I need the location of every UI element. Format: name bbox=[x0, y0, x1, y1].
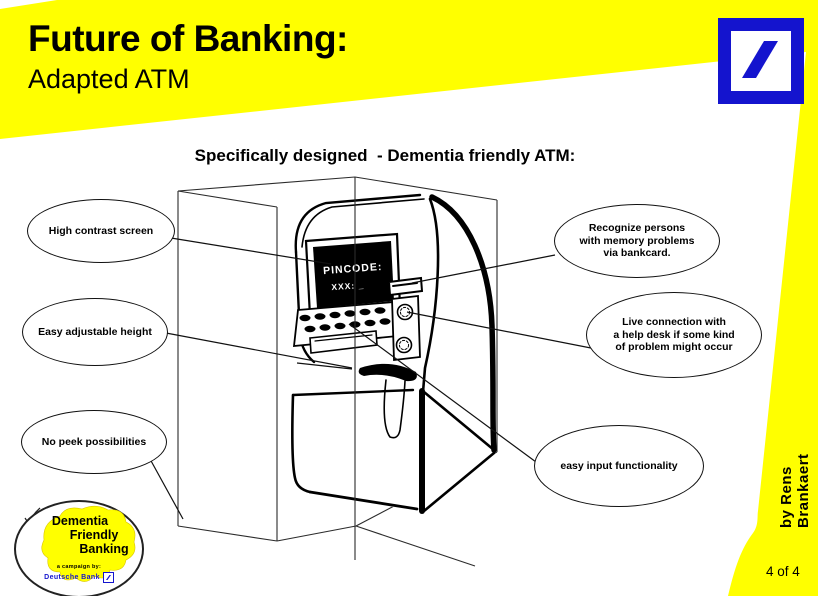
callout-easy-input: easy input functionality bbox=[534, 425, 704, 507]
callout-adjustable-height: Easy adjustable height bbox=[22, 298, 168, 366]
slash-icon bbox=[742, 41, 778, 78]
callout-high-contrast-label: High contrast screen bbox=[48, 224, 154, 237]
callout-no-peek-label: No peek possibilities bbox=[41, 435, 147, 448]
atm-screen-line1: PINCODE: bbox=[323, 261, 383, 277]
keypad bbox=[299, 307, 391, 333]
privacy-shield-lines bbox=[177, 176, 498, 567]
badge-brand-row: Deutsche Bank bbox=[16, 572, 142, 583]
page-title: Future of Banking: bbox=[28, 18, 348, 59]
callout-recognize-label: Recognize persons with memory problems v… bbox=[579, 221, 695, 260]
deutsche-bank-logo-inner bbox=[731, 31, 791, 91]
dementia-friendly-banking-badge: Dementia Friendly Banking a campaign by:… bbox=[14, 500, 144, 596]
badge-line2: Friendly bbox=[69, 528, 119, 542]
badge-line3: Banking bbox=[79, 542, 129, 556]
deutsche-bank-mini-logo-icon bbox=[102, 572, 114, 583]
slide-heading: Specifically designed - Dementia friendl… bbox=[194, 146, 576, 165]
author-credit: by Rens Brankaert bbox=[778, 453, 812, 528]
atm-screen bbox=[313, 241, 394, 308]
badge-line1: Dementia bbox=[51, 514, 109, 528]
atm-details bbox=[291, 193, 497, 514]
callout-recognize: Recognize persons with memory problems v… bbox=[554, 204, 720, 278]
privacy-visor bbox=[358, 363, 417, 382]
callout-live-connection-label: Live connection with a help desk if some… bbox=[613, 315, 735, 354]
callout-no-peek: No peek possibilities bbox=[21, 410, 167, 474]
page-number: 4 of 4 bbox=[766, 564, 800, 579]
callout-adjustable-height-label: Easy adjustable height bbox=[38, 325, 152, 338]
callout-high-contrast: High contrast screen bbox=[27, 199, 175, 263]
callout-easy-input-label: easy input functionality bbox=[560, 459, 678, 472]
callout-connectors bbox=[149, 237, 597, 520]
badge-campaign-label: a campaign by: bbox=[56, 564, 102, 570]
brain-blob-icon bbox=[41, 505, 136, 582]
badge-brand-name: Deutsche Bank bbox=[44, 574, 100, 581]
callout-live-connection: Live connection with a help desk if some… bbox=[586, 292, 762, 378]
deutsche-bank-logo bbox=[718, 18, 804, 104]
page-subtitle: Adapted ATM bbox=[28, 64, 190, 94]
atm-screen-line2: XXX: _ bbox=[331, 280, 365, 292]
